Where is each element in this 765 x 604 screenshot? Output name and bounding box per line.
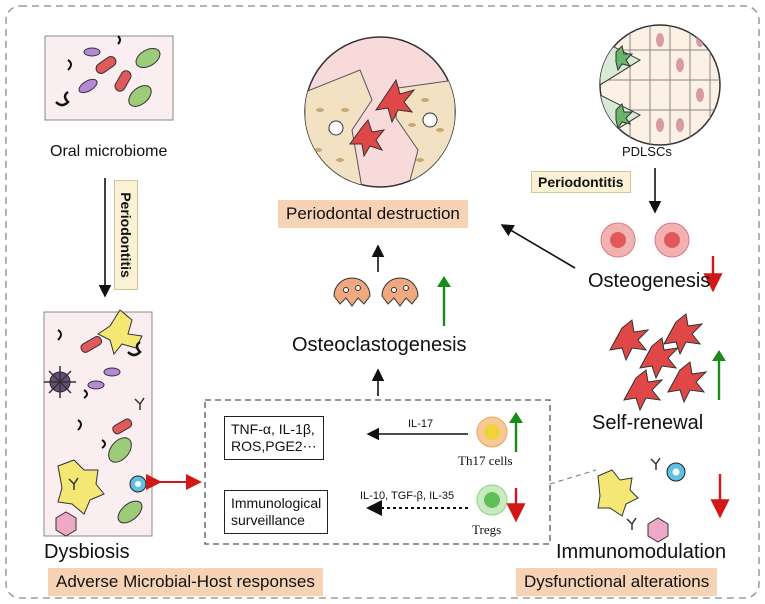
- osteogenesis-label: Osteogenesis: [588, 270, 711, 292]
- cytokine-box: TNF-α, IL-1β, ROS,PGE2⋯: [224, 416, 324, 460]
- arrow-osteogenesis-destruction: [500, 224, 576, 269]
- dysbiosis-illustration: [43, 309, 153, 537]
- immunomodulation-label: Immunomodulation: [556, 541, 727, 563]
- immune-panel-frame: [204, 399, 551, 545]
- treg-cell-icon: [476, 484, 508, 516]
- dysfunctional-alterations-label: Dysfunctional alterations: [516, 568, 718, 596]
- treg-cytokines-label: IL-10, TGF-β, IL-35: [360, 490, 455, 502]
- osteoclastogenesis-label: Osteoclastogenesis: [292, 334, 467, 356]
- periodontal-tissue-illustration: [304, 36, 456, 188]
- th17-cell-icon: [476, 416, 508, 448]
- pdlscs-label: PDLSCs: [622, 144, 672, 159]
- oral-microbiome-illustration: [44, 35, 174, 121]
- th17-cells-label: Th17 cells: [458, 453, 513, 468]
- outer-frame: [5, 5, 760, 599]
- periodontitis-tag-left: Periodontitis: [114, 180, 138, 290]
- il17-label: IL-17: [408, 418, 434, 430]
- osteoclast-cells-icon: [333, 277, 419, 307]
- stem-cells-icon: [609, 313, 708, 412]
- pdlscs-illustration: [599, 24, 721, 146]
- oral-microbiome-label: Oral microbiome: [50, 143, 168, 160]
- tregs-label: Tregs: [472, 522, 502, 537]
- periodontal-destruction-label: Periodontal destruction: [278, 200, 468, 228]
- self-renewal-label: Self-renewal: [592, 412, 704, 434]
- surveillance-box: Immunological surveillance: [224, 490, 329, 534]
- adverse-responses-label: Adverse Microbial-Host responses: [48, 568, 323, 596]
- immune-cells-icon: [597, 457, 686, 543]
- dysbiosis-label: Dysbiosis: [44, 541, 130, 563]
- osteoblast-cells-icon: [600, 222, 690, 258]
- periodontitis-tag-right: Periodontitis: [531, 171, 631, 193]
- trend-arrows: [437, 256, 730, 519]
